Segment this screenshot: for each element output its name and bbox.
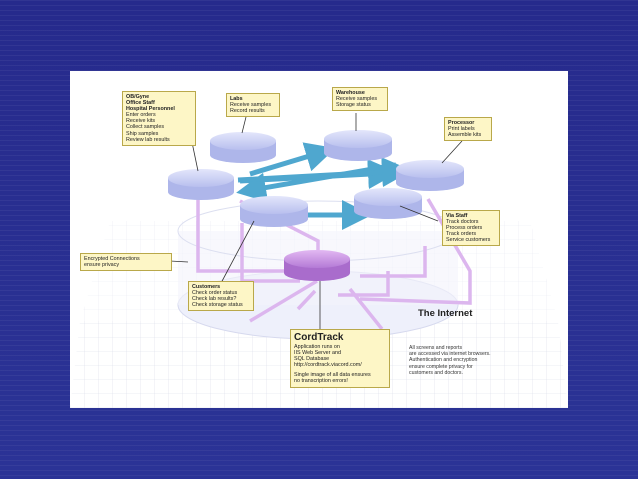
processor-title: Processor [448,120,475,126]
via-staff-title: Via Staff [446,213,468,219]
via-staff-line: Process orders [446,225,483,232]
node-obgyn [168,169,234,200]
customers-line: Check lab results? [192,296,237,303]
node-customers [240,196,308,227]
node-labs [210,132,276,163]
processor-line: Print labels [448,126,475,133]
note-line: are accessed via internet browsers. [409,351,491,358]
warehouse-line: Storage status [336,102,371,109]
labs-line: Record results [230,108,265,115]
note-line: Authentication and encryption [409,357,478,364]
note-line: All screens and reports [409,345,463,351]
cordtrack-line: IIS Web Server and [294,350,341,357]
callout-customers: Customers Check order status Check lab r… [188,281,254,312]
cordtrack-url: http://cordtrack.viacord.com/ [294,362,362,369]
labs-title: Labs [230,96,243,102]
customers-title: Customers [192,284,221,290]
warehouse-line: Receive samples [336,96,378,103]
privacy-note: All screens and reports are accessed via… [409,345,539,376]
customers-line: Check order status [192,290,238,297]
labs-line: Receive samples [230,102,272,109]
callout-labs: Labs Receive samples Record results [226,93,280,118]
warehouse-title: Warehouse [336,90,365,96]
internet-label: The Internet [418,308,473,319]
obgyn-line: Review lab results [126,136,170,143]
diagram-panel: OB/Gyne Office Staff Hospital Personnel … [70,71,568,408]
arrow-labs-to-warehouse [249,142,336,177]
processor-line: Assemble kits [448,132,482,139]
obgyn-line: Collect samples [126,124,165,131]
obgyn-title-2: Office Staff [126,100,155,107]
flow-arrows [236,142,412,230]
via-staff-line: Track doctors [446,219,479,226]
obgyn-title-3: Hospital Personnel [126,106,175,113]
encrypted-line: Encrypted Connections [84,256,140,262]
note-line: ensure complete privacy for [409,363,473,370]
callout-cordtrack: CordTrack Application runs on IIS Web Se… [290,329,390,388]
cordtrack-line: Application runs on [294,344,340,350]
arrow-processor-to-obgyn [237,157,412,188]
node-warehouse [324,130,392,161]
callout-obgyn: OB/Gyne Office Staff Hospital Personnel … [122,91,196,146]
obgyn-line: Ship samples [126,130,159,137]
customers-line: Check storage status [192,302,243,309]
callout-via-staff: Via Staff Track doctors Process orders T… [442,210,500,247]
note-line: customers and doctors. [409,369,463,376]
via-staff-line: Service customers [446,237,491,244]
via-staff-line: Track orders [446,231,477,238]
encrypted-line: ensure privacy [84,262,120,269]
obgyn-line: Enter orders [126,112,156,119]
node-cordtrack-hub [284,250,350,281]
cordtrack-title: CordTrack [294,332,344,343]
callout-warehouse: Warehouse Receive samples Storage status [332,87,388,112]
cordtrack-line: Single image of all data ensures [294,372,371,379]
node-processor [396,160,464,191]
cordtrack-line: SQL Database [294,356,330,363]
callout-pointers [169,113,463,330]
obgyn-title-1: OB/Gyne [126,94,150,100]
cordtrack-line: no transcription errors! [294,378,348,385]
node-via-staff [354,188,422,219]
callout-encrypted: Encrypted Connections ensure privacy [80,253,172,272]
obgyn-line: Receive kits [126,118,156,125]
arrow-warehouse-to-obgyn [236,162,397,203]
callout-processor: Processor Print labels Assemble kits [444,117,492,142]
